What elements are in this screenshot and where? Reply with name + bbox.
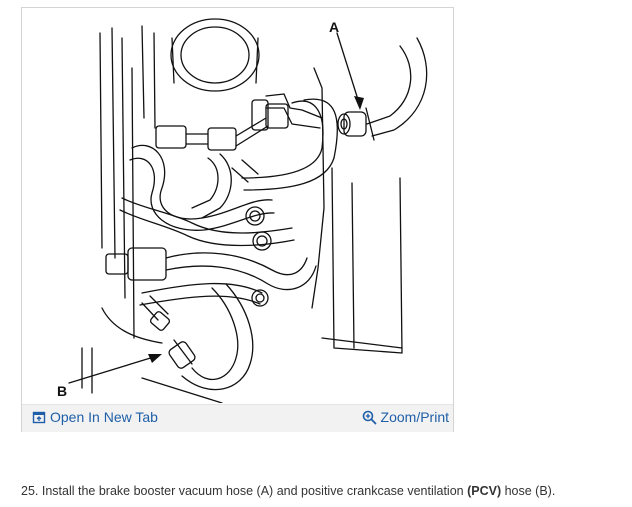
callout-a: A — [329, 19, 339, 35]
open-in-new-tab-label: Open In New Tab — [50, 409, 158, 425]
engine-hose-diagram: A B — [57, 18, 428, 403]
instruction-bold: (PCV) — [467, 484, 502, 498]
instruction-step: 25. Install the brake booster vacuum hos… — [21, 484, 555, 498]
zoom-print-label: Zoom/Print — [380, 409, 449, 425]
open-in-new-tab-icon — [32, 410, 46, 424]
figure-card: A B Open In New Tab Zoom/Print — [21, 7, 454, 432]
callout-b: B — [57, 383, 67, 399]
figure-toolbar: Open In New Tab Zoom/Print — [22, 404, 453, 432]
zoom-print-button[interactable]: Zoom/Print — [362, 409, 449, 425]
instruction-suffix: hose (B). — [501, 484, 556, 498]
magnifier-plus-icon — [362, 410, 377, 425]
instruction-prefix: 25. Install the brake booster vacuum hos… — [21, 484, 468, 498]
open-in-new-tab-button[interactable]: Open In New Tab — [32, 409, 158, 425]
